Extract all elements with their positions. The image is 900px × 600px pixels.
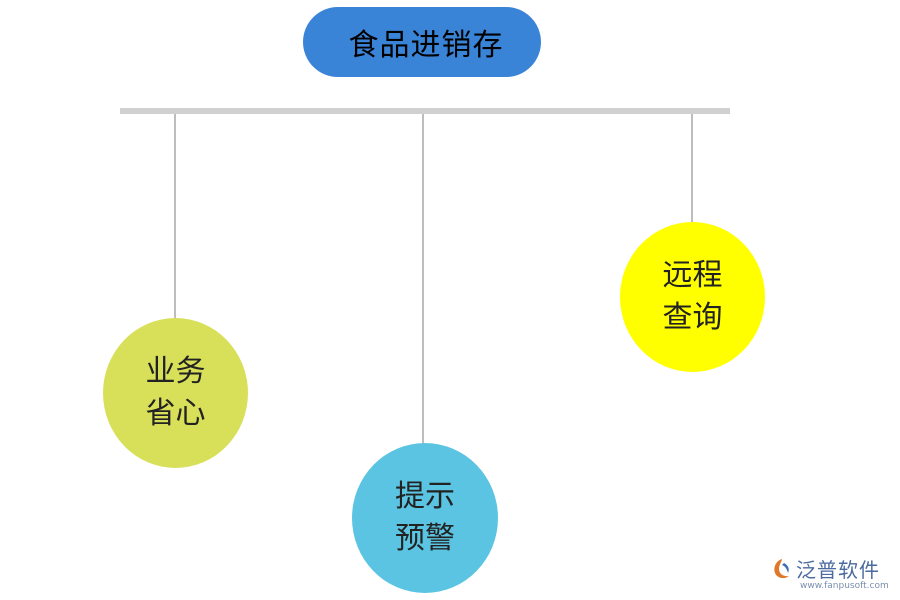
diagram-title: 食品进销存 xyxy=(303,7,541,77)
node-circle-yewu: 业务 省心 xyxy=(103,318,248,468)
brand-logo-name: 泛普软件 xyxy=(796,558,880,582)
node-label-line1: 提示 xyxy=(395,479,455,514)
connector-line-left xyxy=(174,114,176,320)
connector-line-right xyxy=(691,114,693,222)
diagram-title-text: 食品进销存 xyxy=(348,28,504,63)
brand-logo-url: www.fanpusoft.com xyxy=(800,581,889,591)
node-label-line1: 业务 xyxy=(145,354,206,389)
horizontal-connector-bar xyxy=(120,108,730,114)
brand-logo: 泛普软件 www.fanpusoft.com xyxy=(770,554,894,594)
node-circle-yuancheng: 远程 查询 xyxy=(620,222,765,372)
node-label-line2: 预警 xyxy=(395,521,455,556)
node-circle-tishi: 提示 预警 xyxy=(352,443,498,593)
brand-logo-icon xyxy=(774,559,789,579)
node-label-line2: 查询 xyxy=(662,300,723,335)
node-label-line1: 远程 xyxy=(662,258,723,293)
node-label-line2: 省心 xyxy=(145,396,206,431)
connector-line-center xyxy=(422,114,424,444)
